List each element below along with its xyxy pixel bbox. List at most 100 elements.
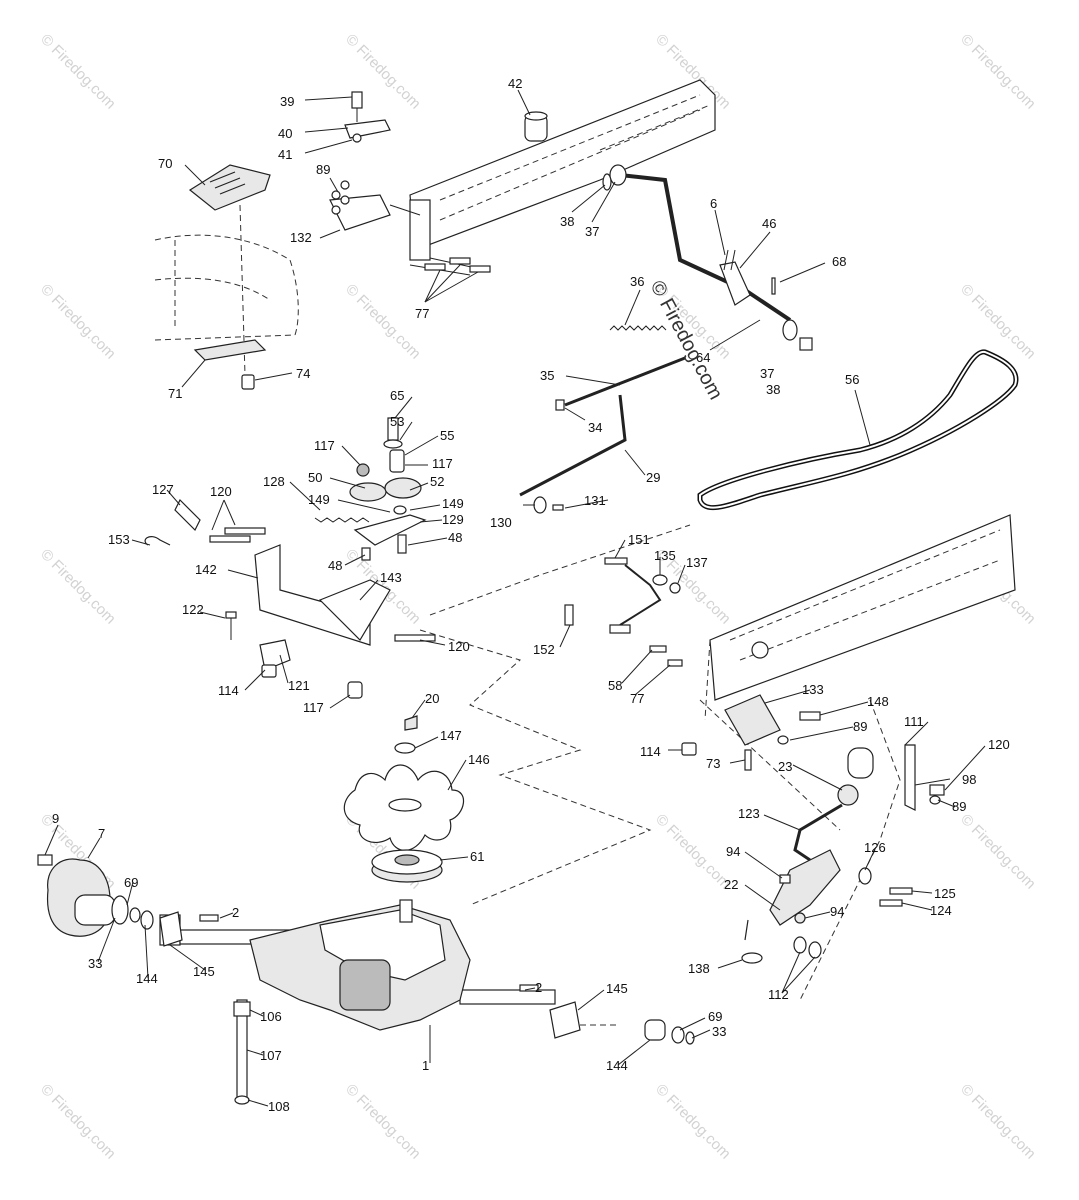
- bracket-46: [719, 249, 776, 306]
- watermark-text: © Firedog.com: [957, 1081, 1039, 1163]
- callout-153: 153: [108, 532, 130, 547]
- callout-120: 120: [988, 737, 1010, 752]
- watermark-text: © Firedog.com: [37, 546, 119, 628]
- watermark-text: © Firedog.com: [37, 31, 119, 113]
- rod-35: [555, 356, 686, 411]
- bolt-clip-assembly: [344, 91, 391, 143]
- callout-73: 73: [706, 756, 720, 771]
- callout-106: 106: [260, 1009, 282, 1024]
- callout-38: 38: [560, 214, 574, 229]
- callout-1: 1: [422, 1058, 429, 1073]
- watermark-text: © Firedog.com: [342, 281, 424, 363]
- watermark-text: © Firedog.com: [342, 1081, 424, 1163]
- plate-71: [193, 339, 267, 361]
- callout-38: 38: [766, 382, 780, 397]
- callout-34: 34: [588, 420, 602, 435]
- callout-98: 98: [962, 772, 976, 787]
- callout-129: 129: [442, 512, 464, 527]
- callout-37: 37: [585, 224, 599, 239]
- wheel-hub-icon: [37, 854, 181, 946]
- callout-89: 89: [316, 162, 330, 177]
- callout-131: 131: [584, 493, 606, 508]
- callout-23: 23: [778, 759, 792, 774]
- fan-icon: [343, 715, 464, 851]
- callout-152: 152: [533, 642, 555, 657]
- callout-58: 58: [608, 678, 622, 693]
- callout-2: 2: [232, 905, 239, 920]
- callout-71: 71: [168, 386, 182, 401]
- callout-39: 39: [280, 94, 294, 109]
- callout-125: 125: [934, 886, 956, 901]
- callout-128: 128: [263, 474, 285, 489]
- callout-117: 117: [432, 456, 453, 471]
- bracket-22: [741, 849, 913, 964]
- callout-148: 148: [867, 694, 889, 709]
- watermark-text: © Firedog.com: [652, 1081, 734, 1163]
- callout-127: 127: [152, 482, 174, 497]
- fender-outline: [154, 234, 299, 341]
- callout-53: 53: [390, 414, 404, 429]
- callout-2: 2: [535, 980, 542, 995]
- spring-36: [609, 325, 667, 331]
- leader-lines: [44, 89, 986, 1107]
- callout-145: 145: [193, 964, 215, 979]
- callout-146: 146: [468, 752, 490, 767]
- bracket-111: [847, 744, 945, 811]
- bracket-145-left: [159, 911, 183, 947]
- callout-117: 117: [314, 438, 335, 453]
- frame-rail-top: [409, 79, 716, 276]
- bracket-142: [144, 498, 391, 646]
- callout-149: 149: [308, 492, 330, 507]
- bolts-58: [649, 645, 683, 667]
- callout-61: 61: [470, 849, 484, 864]
- callout-133: 133: [802, 682, 824, 697]
- lever-icon: [793, 784, 859, 862]
- callout-144: 144: [606, 1058, 628, 1073]
- callout-117: 117: [303, 700, 324, 715]
- callout-29: 29: [646, 470, 660, 485]
- bracket-132: [329, 180, 421, 231]
- callout-126: 126: [864, 840, 886, 855]
- callout-48: 48: [448, 530, 462, 545]
- callout-120: 120: [448, 639, 470, 654]
- callout-46: 46: [762, 216, 776, 231]
- callout-94: 94: [726, 844, 740, 859]
- callout-41: 41: [278, 147, 292, 162]
- callout-121: 121: [288, 678, 310, 693]
- rod-29: [519, 394, 627, 497]
- callout-20: 20: [425, 691, 439, 706]
- callout-144: 144: [136, 971, 158, 986]
- watermark-text: © Firedog.com: [957, 31, 1039, 113]
- callout-142: 142: [195, 562, 217, 577]
- callout-77: 77: [630, 691, 644, 706]
- spacer-part-42: [524, 111, 548, 142]
- callout-52: 52: [430, 474, 444, 489]
- dashed-guide-lines: [419, 524, 901, 1001]
- callout-22: 22: [724, 877, 738, 892]
- callout-50: 50: [308, 470, 322, 485]
- callout-65: 65: [390, 388, 404, 403]
- callout-69: 69: [708, 1009, 722, 1024]
- idler-assembly: [314, 417, 427, 561]
- callout-36: 36: [630, 274, 644, 289]
- callout-94: 94: [830, 904, 844, 919]
- callout-111: 111: [904, 714, 924, 729]
- callout-135: 135: [654, 548, 676, 563]
- plate-133: [681, 694, 821, 771]
- watermark-text: © Firedog.com: [957, 281, 1039, 363]
- callout-108: 108: [268, 1099, 290, 1114]
- callout-33: 33: [88, 956, 102, 971]
- callout-33: 33: [712, 1024, 726, 1039]
- callout-37: 37: [760, 366, 774, 381]
- callout-114: 114: [640, 744, 661, 759]
- bracket-145-right: [549, 1001, 695, 1045]
- transaxle-icon: [179, 899, 556, 1031]
- watermark-text: © Firedog.com: [652, 811, 734, 893]
- washer-130: [533, 496, 564, 514]
- callout-56: 56: [845, 372, 859, 387]
- callout-112: 112: [768, 987, 789, 1002]
- watermark-text: © Firedog.com: [37, 281, 119, 363]
- callout-145: 145: [606, 981, 628, 996]
